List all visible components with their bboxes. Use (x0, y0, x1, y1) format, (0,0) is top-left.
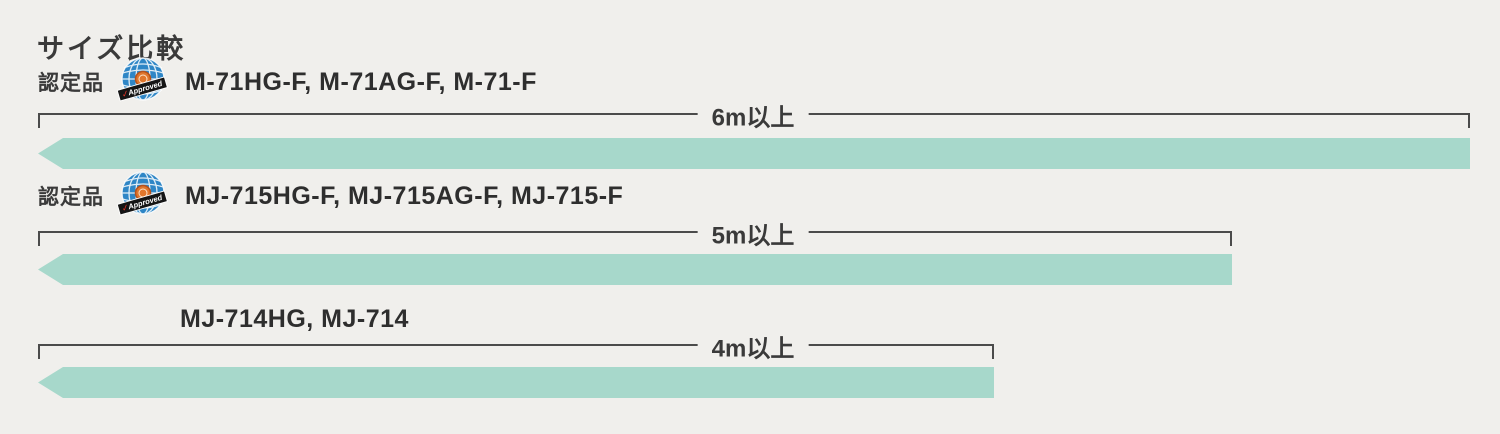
row-3-labels: MJ-714HG, MJ-714 (180, 302, 409, 336)
model-names-row-2: MJ-715HG-F, MJ-715AG-F, MJ-715-F (185, 181, 624, 210)
measure-label-5m: 5m以上 (697, 215, 809, 251)
approved-badge-icon: ✓ Approved (116, 169, 169, 223)
size-bar-6m (38, 138, 1470, 169)
measure-bracket-4m (38, 344, 994, 359)
badge-check-icon: ✓ (120, 202, 130, 214)
row-1-labels: 認定品 ✓ Approved (38, 56, 537, 108)
model-names-row-3: MJ-714HG, MJ-714 (180, 304, 409, 333)
row-2-labels: 認定品 ✓ Approved (38, 170, 623, 222)
measure-label-6m: 6m以上 (697, 97, 809, 133)
measure-bracket-5m (38, 231, 1232, 246)
size-bar-5m (38, 254, 1232, 285)
model-names-row-1: M-71HG-F, M-71AG-F, M-71-F (185, 67, 537, 96)
certified-label: 認定品 (38, 186, 104, 209)
size-bar-4m (38, 367, 994, 398)
badge-check-icon: ✓ (120, 88, 130, 100)
certified-label: 認定品 (38, 72, 104, 95)
page-title: サイズ比較 (37, 34, 187, 64)
measure-label-4m: 4m以上 (697, 328, 809, 364)
approved-badge-icon: ✓ Approved (116, 55, 169, 109)
